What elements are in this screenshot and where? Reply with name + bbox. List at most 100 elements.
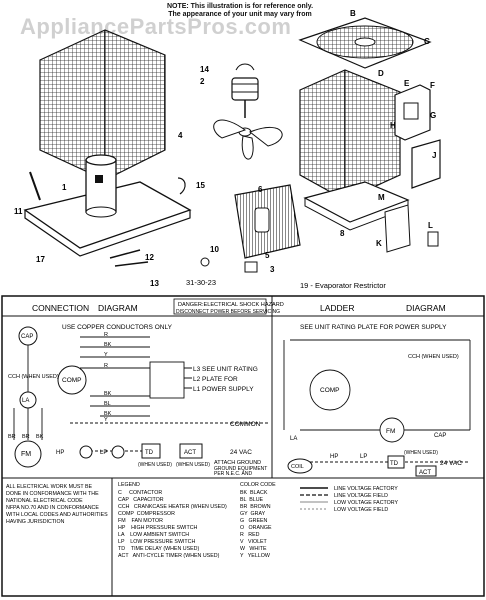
legend-item: ACT ANTI-CYCLE TIMER (WHEN USED) [118,553,220,559]
restrictor-label: 19 - Evaporator Restrictor [300,281,386,290]
connection-diagram-word: DIAGRAM [98,303,138,313]
callout-k: K [376,239,382,248]
line-key-item: LINE VOLTAGE FIELD [334,493,388,499]
condenser-coil-right-d [299,69,401,201]
callout-15: 15 [196,181,205,190]
fm-label: FM [21,451,31,458]
td-box [141,443,161,459]
reference-note: NOTE: This illustration is for reference… [140,3,340,19]
color-code-title: COLOR CODE [240,482,276,488]
legend-item: COMP COMPRESSOR [118,511,175,517]
legend: LEGEND C CONTACTOR CAP CAPACITOR CCH CRA… [118,482,227,559]
use-copper-note: USE COPPER CONDUCTORS ONLY [62,324,173,331]
hp-symbol [79,445,93,459]
callout-14: 14 [200,65,209,74]
notes-line-4: NFPA NO.70 AND IN CONFORMANCE [6,505,99,511]
callout-c: C [424,37,430,46]
color-code-item: GY GRAY [240,511,266,517]
wire-r2: R [104,363,108,369]
comp-symbol [57,365,87,395]
coil-symbol [287,458,313,474]
callout-labels: B C D E F G H J K L M 1 2 3 4 5 6 8 10 1… [14,9,436,288]
legend-title: LEGEND [118,482,140,488]
legend-item: LP LOW PRESSURE SWITCH [118,539,195,545]
color-code: COLOR CODE BK BLACK BL BLUE BR BROWN GY … [240,482,276,559]
coil-label: COIL [291,464,304,470]
td-label-ladder: TD [390,461,399,467]
color-code-item: W WHITE [240,546,267,552]
lp-label: LP [100,450,107,456]
fittings-12-13 [109,249,149,267]
lp-label-ladder: LP [360,454,367,460]
note-line-2: The appearance of your unit may vary fro… [168,11,312,18]
wiring-diagram: CONNECTION DIAGRAM DANGER:ELECTRICAL SHO… [1,295,485,597]
wire-br: BR [8,434,16,440]
part-number: 31-30-23 [186,278,216,287]
callout-3: 3 [270,265,275,274]
line-key-item: LOW VOLTAGE FACTORY [334,500,399,506]
note-line-1: NOTE: This illustration is for reference… [166,3,314,10]
l2-text: L2 PLATE FOR [193,376,238,383]
when-used-ladder: (WHEN USED) [404,450,438,456]
legend-item: TD TIME DELAY (WHEN USED) [118,546,199,552]
notes-line-5: WITH LOCAL CODES AND AUTHORITIES [6,512,108,518]
notes-box: ALL ELECTRICAL WORK MUST BE DONE IN CONF… [6,484,108,525]
part-15 [177,177,186,195]
color-code-item: Y YELLOW [240,553,270,559]
part-l [427,231,439,247]
attach-ground: ATTACH GROUND [214,460,261,466]
danger-line-1: DANGER:ELECTRICAL SHOCK HAZARD [178,302,284,308]
per-nec: PER N.E.C. AND [214,471,252,477]
callout-5: 5 [265,251,270,260]
vac24-text-left: 24 VAC [230,449,252,456]
callout-d: D [378,69,384,78]
cch-when-used-right: CCH (WHEN USED) [408,354,459,360]
wire-bl: BL [104,401,111,407]
callout-8: 8 [340,229,345,238]
common-text: COMMON [230,421,261,428]
see-rating-note: SEE UNIT RATING PLATE FOR POWER SUPPLY [300,324,447,331]
part-10 [200,257,210,267]
hp-label: HP [56,450,64,456]
access-panel-6 [234,184,301,273]
callout-m: M [378,193,385,202]
callout-e: E [404,79,410,88]
callout-13: 13 [150,279,159,288]
fan-motor-2 [231,63,259,118]
fm-symbol [14,440,42,468]
line-key: LINE VOLTAGE FACTORY LINE VOLTAGE FIELD … [300,486,399,513]
color-code-item: BK BLACK [240,490,268,496]
callout-10: 10 [210,245,219,254]
wire-r: R [104,332,108,338]
condenser-coil-left [39,29,166,181]
callout-l: L [428,221,433,230]
notes-line-1: ALL ELECTRICAL WORK MUST BE [6,484,93,490]
color-code-item: O ORANGE [240,525,272,531]
line-key-item: LINE VOLTAGE FACTORY [334,486,398,492]
comp-label: COMP [62,377,82,384]
callout-2: 2 [200,77,205,86]
notes-line-6: HAVING JURISDICTION [6,519,65,525]
td-when-used: (WHEN USED) [138,462,172,468]
color-code-item: G GREEN [240,518,268,524]
fm-label-ladder: FM [386,428,395,435]
act-label-ladder: ACT [419,470,431,476]
l1-text: L1 POWER SUPPLY [193,386,254,393]
td-label: TD [145,450,154,456]
compressor-1 [85,154,117,218]
line-key-item: LOW VOLTAGE FIELD [334,507,388,513]
color-code-item: V VIOLET [240,539,268,545]
ground-equipment: GROUND EQUIPMENT [214,466,267,472]
ladder-title: LADDER [320,303,354,313]
vac24-text-right: 24 VAC [440,460,462,467]
danger-line-2: DISCONNECT POWER BEFORE SERVICING [176,309,280,315]
act-label: ACT [184,450,196,456]
callout-12: 12 [145,253,154,262]
callout-g: G [430,111,436,120]
wire-letters: R BK Y R BK BL BR BR BK BK Y [8,332,112,440]
l3-text: L3 SEE UNIT RATING [193,366,258,373]
callout-1: 1 [62,183,67,192]
wire-y2: Y [104,417,108,423]
act-when-used: (WHEN USED) [176,462,210,468]
